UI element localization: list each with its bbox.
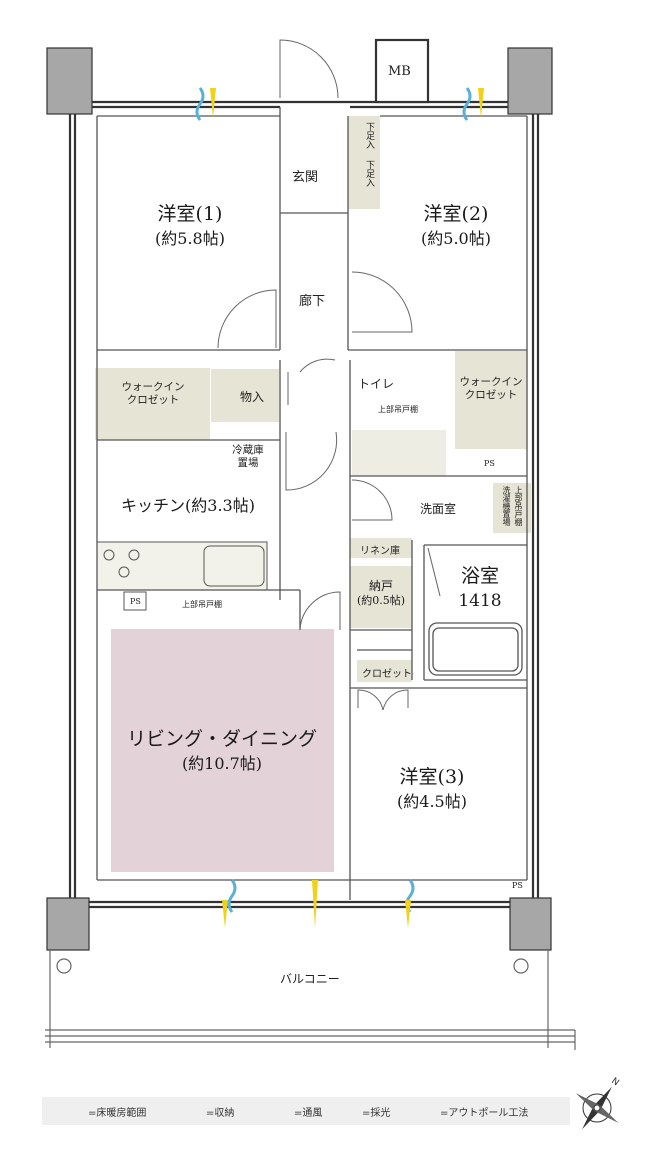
room-western-1: 洋室(1) (約5.8帖) xyxy=(130,202,250,249)
walk-in-closet-1: ウォークイン クロゼット xyxy=(110,381,196,407)
storage-mono-label: 物入 xyxy=(240,390,265,404)
room-name: 洋室(2) xyxy=(423,203,489,225)
walls xyxy=(68,38,540,909)
room-kitchen: キッチン(約3.3帖) xyxy=(108,495,268,517)
room-storage: 納戸 (約0.5帖) xyxy=(352,578,410,609)
fridge-line-2: 置場 xyxy=(237,457,259,470)
room-name: リビング・ダイニング xyxy=(126,728,317,750)
room-name: 洋室(1) xyxy=(157,203,223,225)
kitchen-counter xyxy=(96,541,268,611)
legend-ventilation: =通風 xyxy=(294,1108,323,1119)
mb-label: MB xyxy=(388,64,411,79)
legend-floor-heating: =床暖房範囲 xyxy=(88,1108,147,1119)
room-western-3: 洋室(3) (約4.5帖) xyxy=(372,765,492,812)
balcony-rail xyxy=(45,950,576,1050)
shoe-cabinet-2: 下足入 xyxy=(364,160,374,187)
ps-label-3: PS xyxy=(512,881,523,890)
toilet-label: トイレ xyxy=(358,377,395,391)
room-name: 洋室(3) xyxy=(399,766,465,788)
legend: =床暖房範囲 =収納 =通風 =採光 =アウトポール工法 xyxy=(42,1097,570,1125)
ps-label-2: PS xyxy=(130,597,141,606)
floor-heating-area xyxy=(111,629,334,872)
pillars xyxy=(46,47,553,951)
ventilation-markers xyxy=(195,87,472,913)
wic-line-2: クロゼット xyxy=(126,394,180,407)
compass-rose-icon: N xyxy=(575,1076,621,1130)
walk-in-closet-2: ウォークイン クロゼット xyxy=(455,376,527,402)
kitchen-upper-cabinet: 上部吊戸棚 xyxy=(182,600,222,609)
room-name: 納戸 xyxy=(368,579,393,593)
room-area: (約0.5帖) xyxy=(356,594,406,608)
room-living-dining: リビング・ダイニング (約10.7帖) xyxy=(112,727,332,774)
room-size: 1418 xyxy=(458,590,502,611)
legend-daylight: =採光 xyxy=(362,1108,391,1119)
room-area: (約5.0帖) xyxy=(421,228,491,248)
legend-outpole: =アウトポール工法 xyxy=(440,1108,529,1119)
linen-closet: リネン庫 xyxy=(360,546,400,557)
room-area: (約10.7帖) xyxy=(181,753,263,773)
room-bath: 浴室 1418 xyxy=(440,564,520,613)
storage-areas xyxy=(95,116,531,682)
wic-line-2: クロゼット xyxy=(464,389,518,402)
washroom-label: 洗面室 xyxy=(420,502,457,516)
washer-space: 洗濯機置場 xyxy=(502,486,511,526)
room-area: (約4.5帖) xyxy=(397,791,467,811)
closet-label: クロゼット xyxy=(362,669,412,680)
door-swings xyxy=(217,39,441,711)
balcony-label: バルコニー xyxy=(280,972,340,986)
room-western-2: 洋室(2) (約5.0帖) xyxy=(396,202,516,249)
ps-label-1: PS xyxy=(484,459,495,468)
shoe-cabinet-1: 下足入 xyxy=(364,122,374,149)
room-name: 浴室 xyxy=(460,565,499,587)
wic-line-1: ウォークイン xyxy=(121,381,185,393)
wic-line-1: ウォークイン xyxy=(459,376,523,388)
fridge-line-1: 冷蔵庫 xyxy=(232,444,264,456)
svg-text:N: N xyxy=(609,1076,620,1088)
daylight-markers xyxy=(210,88,484,928)
hallway-label: 廊下 xyxy=(299,294,326,309)
room-area: (約5.8帖) xyxy=(155,228,225,248)
entrance-label: 玄関 xyxy=(292,170,319,185)
room-name: キッチン(約3.3帖) xyxy=(121,496,255,515)
washer-upper-cabinet: 上部吊戸棚 xyxy=(514,486,523,526)
toilet-upper-cabinet: 上部吊戸棚 xyxy=(378,405,418,414)
fridge-space: 冷蔵庫 置場 xyxy=(227,444,269,470)
legend-storage: =収納 xyxy=(206,1108,235,1119)
